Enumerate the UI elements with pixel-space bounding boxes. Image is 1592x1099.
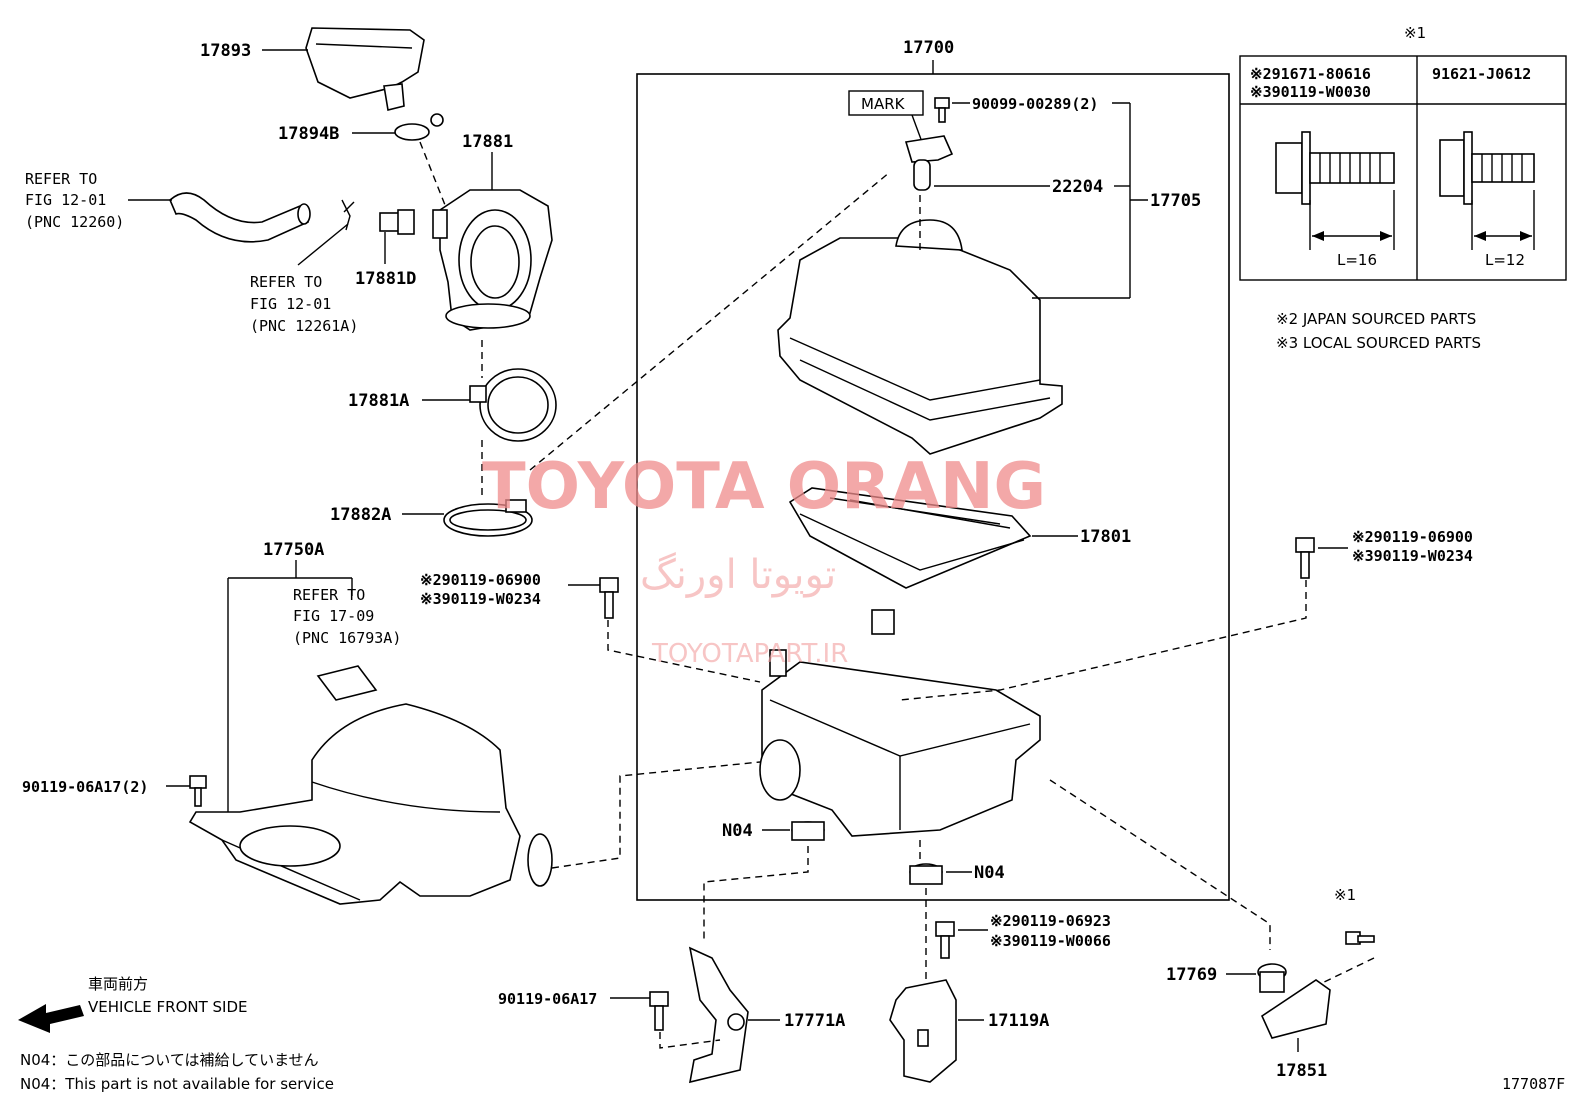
part-mid-japan[interactable]: ※290119-06900 bbox=[420, 571, 541, 589]
clamp-17882A[interactable] bbox=[443, 499, 533, 537]
clamp-17894B[interactable] bbox=[394, 113, 444, 141]
watermark-brand: TOYOTA ORANG bbox=[482, 450, 1046, 524]
legend-japan: ※2 JAPAN SOURCED PARTS bbox=[1276, 310, 1476, 328]
support-17119A[interactable] bbox=[889, 979, 957, 1083]
note-n04-en: N04：This part is not available for servi… bbox=[20, 1075, 334, 1093]
part-right-japan[interactable]: ※290119-06900 bbox=[1352, 528, 1473, 546]
grommet-n04-right[interactable] bbox=[909, 863, 943, 885]
resonator-17893[interactable] bbox=[305, 27, 425, 111]
bolt-right-90119[interactable] bbox=[1295, 537, 1315, 579]
table-right-length: L=12 bbox=[1485, 251, 1525, 269]
ref2-line1: REFER TO bbox=[250, 273, 322, 291]
watermark-persian: تویوتا اورنگ bbox=[640, 552, 836, 598]
table-right-part: 91621-J0612 bbox=[1432, 65, 1531, 83]
bolt-note1-right[interactable] bbox=[1345, 931, 1375, 945]
part-90119-06A17[interactable]: 90119-06A17 bbox=[498, 990, 597, 1008]
part-17700[interactable]: 17700 bbox=[903, 38, 954, 58]
bolt-90099-00289[interactable] bbox=[934, 97, 950, 123]
bracket-17851[interactable] bbox=[1260, 979, 1331, 1039]
ref1-line1: REFER TO bbox=[25, 170, 97, 188]
table-left-local: ※390119-W0030 bbox=[1250, 83, 1371, 101]
part-17893[interactable]: 17893 bbox=[200, 41, 251, 61]
note-n04-jp: N04：この部品については補給していません bbox=[20, 1051, 319, 1069]
clip-12261A bbox=[341, 199, 355, 231]
part-90099-00289[interactable]: 90099-00289(2) bbox=[972, 95, 1098, 113]
part-17882A[interactable]: 17882A bbox=[330, 505, 391, 525]
grommet-17769[interactable] bbox=[1257, 963, 1287, 993]
part-22204[interactable]: 22204 bbox=[1052, 177, 1103, 197]
bolt-90119-06A17-2[interactable] bbox=[189, 775, 207, 807]
front-label-en: VEHICLE FRONT SIDE bbox=[88, 998, 248, 1016]
inlet-duct-17750A[interactable] bbox=[188, 703, 553, 905]
part-17881D[interactable]: 17881D bbox=[355, 269, 416, 289]
watermark-url: TOYOTAPART.IR bbox=[651, 639, 848, 669]
ref3-line1: REFER TO bbox=[293, 586, 365, 604]
part-17894B[interactable]: 17894B bbox=[278, 124, 339, 144]
front-arrow-icon bbox=[18, 1004, 84, 1033]
filter-element-17801[interactable] bbox=[788, 487, 1032, 589]
part-17119A[interactable]: 17119A bbox=[988, 1011, 1049, 1031]
part-17771A[interactable]: 17771A bbox=[784, 1011, 845, 1031]
part-17750A[interactable]: 17750A bbox=[263, 540, 324, 560]
part-bot-local[interactable]: ※390119-W0066 bbox=[990, 932, 1111, 950]
part-17881A[interactable]: 17881A bbox=[348, 391, 409, 411]
ref2-line3: (PNC 12261A) bbox=[250, 317, 358, 335]
plug-17881D[interactable] bbox=[379, 209, 415, 235]
airflow-sensor-22204[interactable] bbox=[904, 135, 954, 191]
bolt-length-table: ※291671-80616 ※390119-W0030 91621-J0612 … bbox=[1239, 55, 1567, 281]
cleaner-cap-17705[interactable] bbox=[777, 219, 1063, 455]
part-right-local[interactable]: ※390119-W0234 bbox=[1352, 547, 1473, 565]
flange-bolt-icon bbox=[1275, 131, 1395, 205]
part-n04-left[interactable]: N04 bbox=[722, 821, 753, 841]
part-n04-right[interactable]: N04 bbox=[974, 863, 1005, 883]
part-17851[interactable]: 17851 bbox=[1276, 1061, 1327, 1081]
bolt-90119-06A17[interactable] bbox=[649, 991, 669, 1031]
bolt-90119-06923[interactable] bbox=[935, 921, 955, 959]
part-17705[interactable]: 17705 bbox=[1150, 191, 1201, 211]
part-17769[interactable]: 17769 bbox=[1166, 965, 1217, 985]
air-connector-17881[interactable] bbox=[432, 189, 553, 331]
washer-bolt-icon bbox=[1439, 131, 1535, 205]
part-90119-06A17-2[interactable]: 90119-06A17(2) bbox=[22, 778, 148, 796]
part-bot-japan[interactable]: ※290119-06923 bbox=[990, 912, 1111, 930]
mark-box bbox=[848, 90, 924, 116]
ref3-line3: (PNC 16793A) bbox=[293, 629, 401, 647]
clamp-17881A[interactable] bbox=[469, 368, 557, 442]
legend-local: ※3 LOCAL SOURCED PARTS bbox=[1276, 334, 1481, 352]
ref3-line2: FIG 17-09 bbox=[293, 607, 374, 625]
table-left-japan: ※291671-80616 bbox=[1250, 65, 1371, 83]
ref1-line3: (PNC 12260) bbox=[25, 213, 124, 231]
figure-id: 177087F bbox=[1502, 1075, 1565, 1093]
bracket-17771A[interactable] bbox=[688, 946, 749, 1084]
part-mid-local[interactable]: ※390119-W0234 bbox=[420, 590, 541, 608]
note-1-top: ※1 bbox=[1404, 24, 1426, 42]
part-17881[interactable]: 17881 bbox=[462, 132, 513, 152]
grommet-n04-left[interactable] bbox=[791, 821, 825, 841]
part-17801[interactable]: 17801 bbox=[1080, 527, 1131, 547]
cleaner-case[interactable] bbox=[759, 609, 1041, 837]
hose-12260 bbox=[169, 192, 311, 243]
ref2-line2: FIG 12-01 bbox=[250, 295, 331, 313]
label-16793A bbox=[316, 665, 378, 701]
note-1-bottom: ※1 bbox=[1334, 886, 1356, 904]
front-label-jp: 車両前方 bbox=[88, 975, 148, 993]
mark-label: MARK bbox=[861, 95, 906, 113]
table-left-length: L=16 bbox=[1337, 251, 1377, 269]
ref1-line2: FIG 12-01 bbox=[25, 191, 106, 209]
bolt-mid-90119[interactable] bbox=[599, 577, 619, 619]
